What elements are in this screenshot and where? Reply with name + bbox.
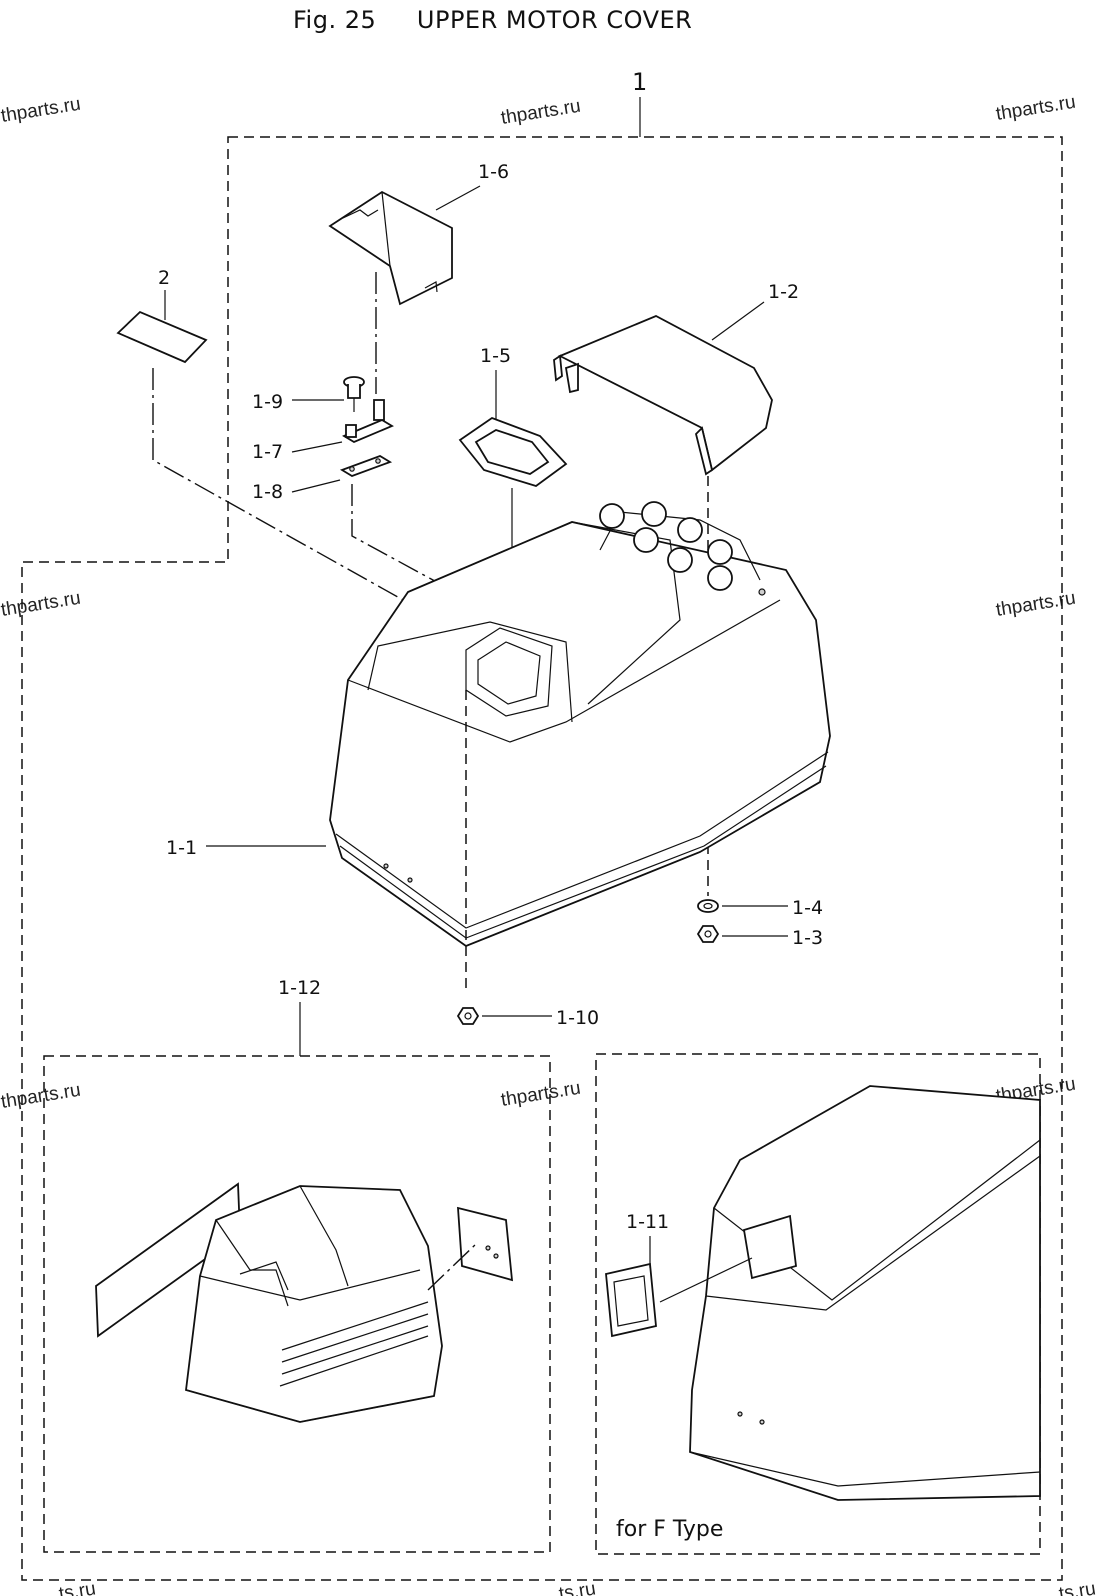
hinge-plate-part [339,455,393,477]
nut-part [456,1007,480,1025]
watermark: thparts.ru [0,94,82,127]
callout-1-10: 1-10 [556,1007,599,1029]
top-cap-part [553,315,773,476]
variant-label: for F Type [616,1517,723,1542]
seal-frame-part [458,416,568,487]
callout-1-2: 1-2 [768,281,799,303]
callout-1-3: 1-3 [792,927,823,949]
callout-2: 2 [158,267,170,289]
callout-1-7: 1-7 [252,441,283,463]
watermark: thparts.ru [499,96,582,129]
callout-1-12: 1-12 [278,977,321,999]
callout-1-6: 1-6 [478,161,509,183]
callout-1-9: 1-9 [252,391,283,413]
watermark-partial: ts.ru [1057,1578,1097,1596]
watermark: thparts.ru [994,92,1077,125]
leader-line [291,479,341,493]
callout-1: 1 [632,68,648,96]
assembly-boundary [21,136,1063,1581]
watermark: thparts.ru [0,588,82,621]
lid-cover-part [328,190,453,306]
grommet-part [605,1262,657,1338]
callout-1-5: 1-5 [480,345,511,367]
callout-1-8: 1-8 [252,481,283,503]
watermark: thparts.ru [0,1080,82,1113]
figure-title: Fig. 25 UPPER MOTOR COVER [293,6,692,34]
decal-set-inset [43,1055,551,1553]
nut-part [696,925,720,943]
decal-part [116,310,208,364]
washer-part [697,899,719,913]
bolt-part [343,376,365,412]
watermark-partial: ts.ru [557,1578,597,1596]
hinge-part [342,399,394,444]
assembly-line [427,1243,477,1291]
leader-line [711,301,765,341]
decal-set-cover-part [95,1182,514,1423]
f-type-cover-part [689,1085,1041,1501]
callout-1-4: 1-4 [792,897,823,919]
assembly-line [659,1257,753,1303]
watermark-partial: ts.ru [57,1578,97,1596]
motor-cover-part [329,501,831,948]
leader-line [435,185,481,211]
leader-line [291,441,343,453]
callout-1-11: 1-11 [626,1211,669,1233]
watermark: thparts.ru [499,1078,582,1111]
callout-1-1: 1-1 [166,837,197,859]
watermark: thparts.ru [994,588,1077,621]
